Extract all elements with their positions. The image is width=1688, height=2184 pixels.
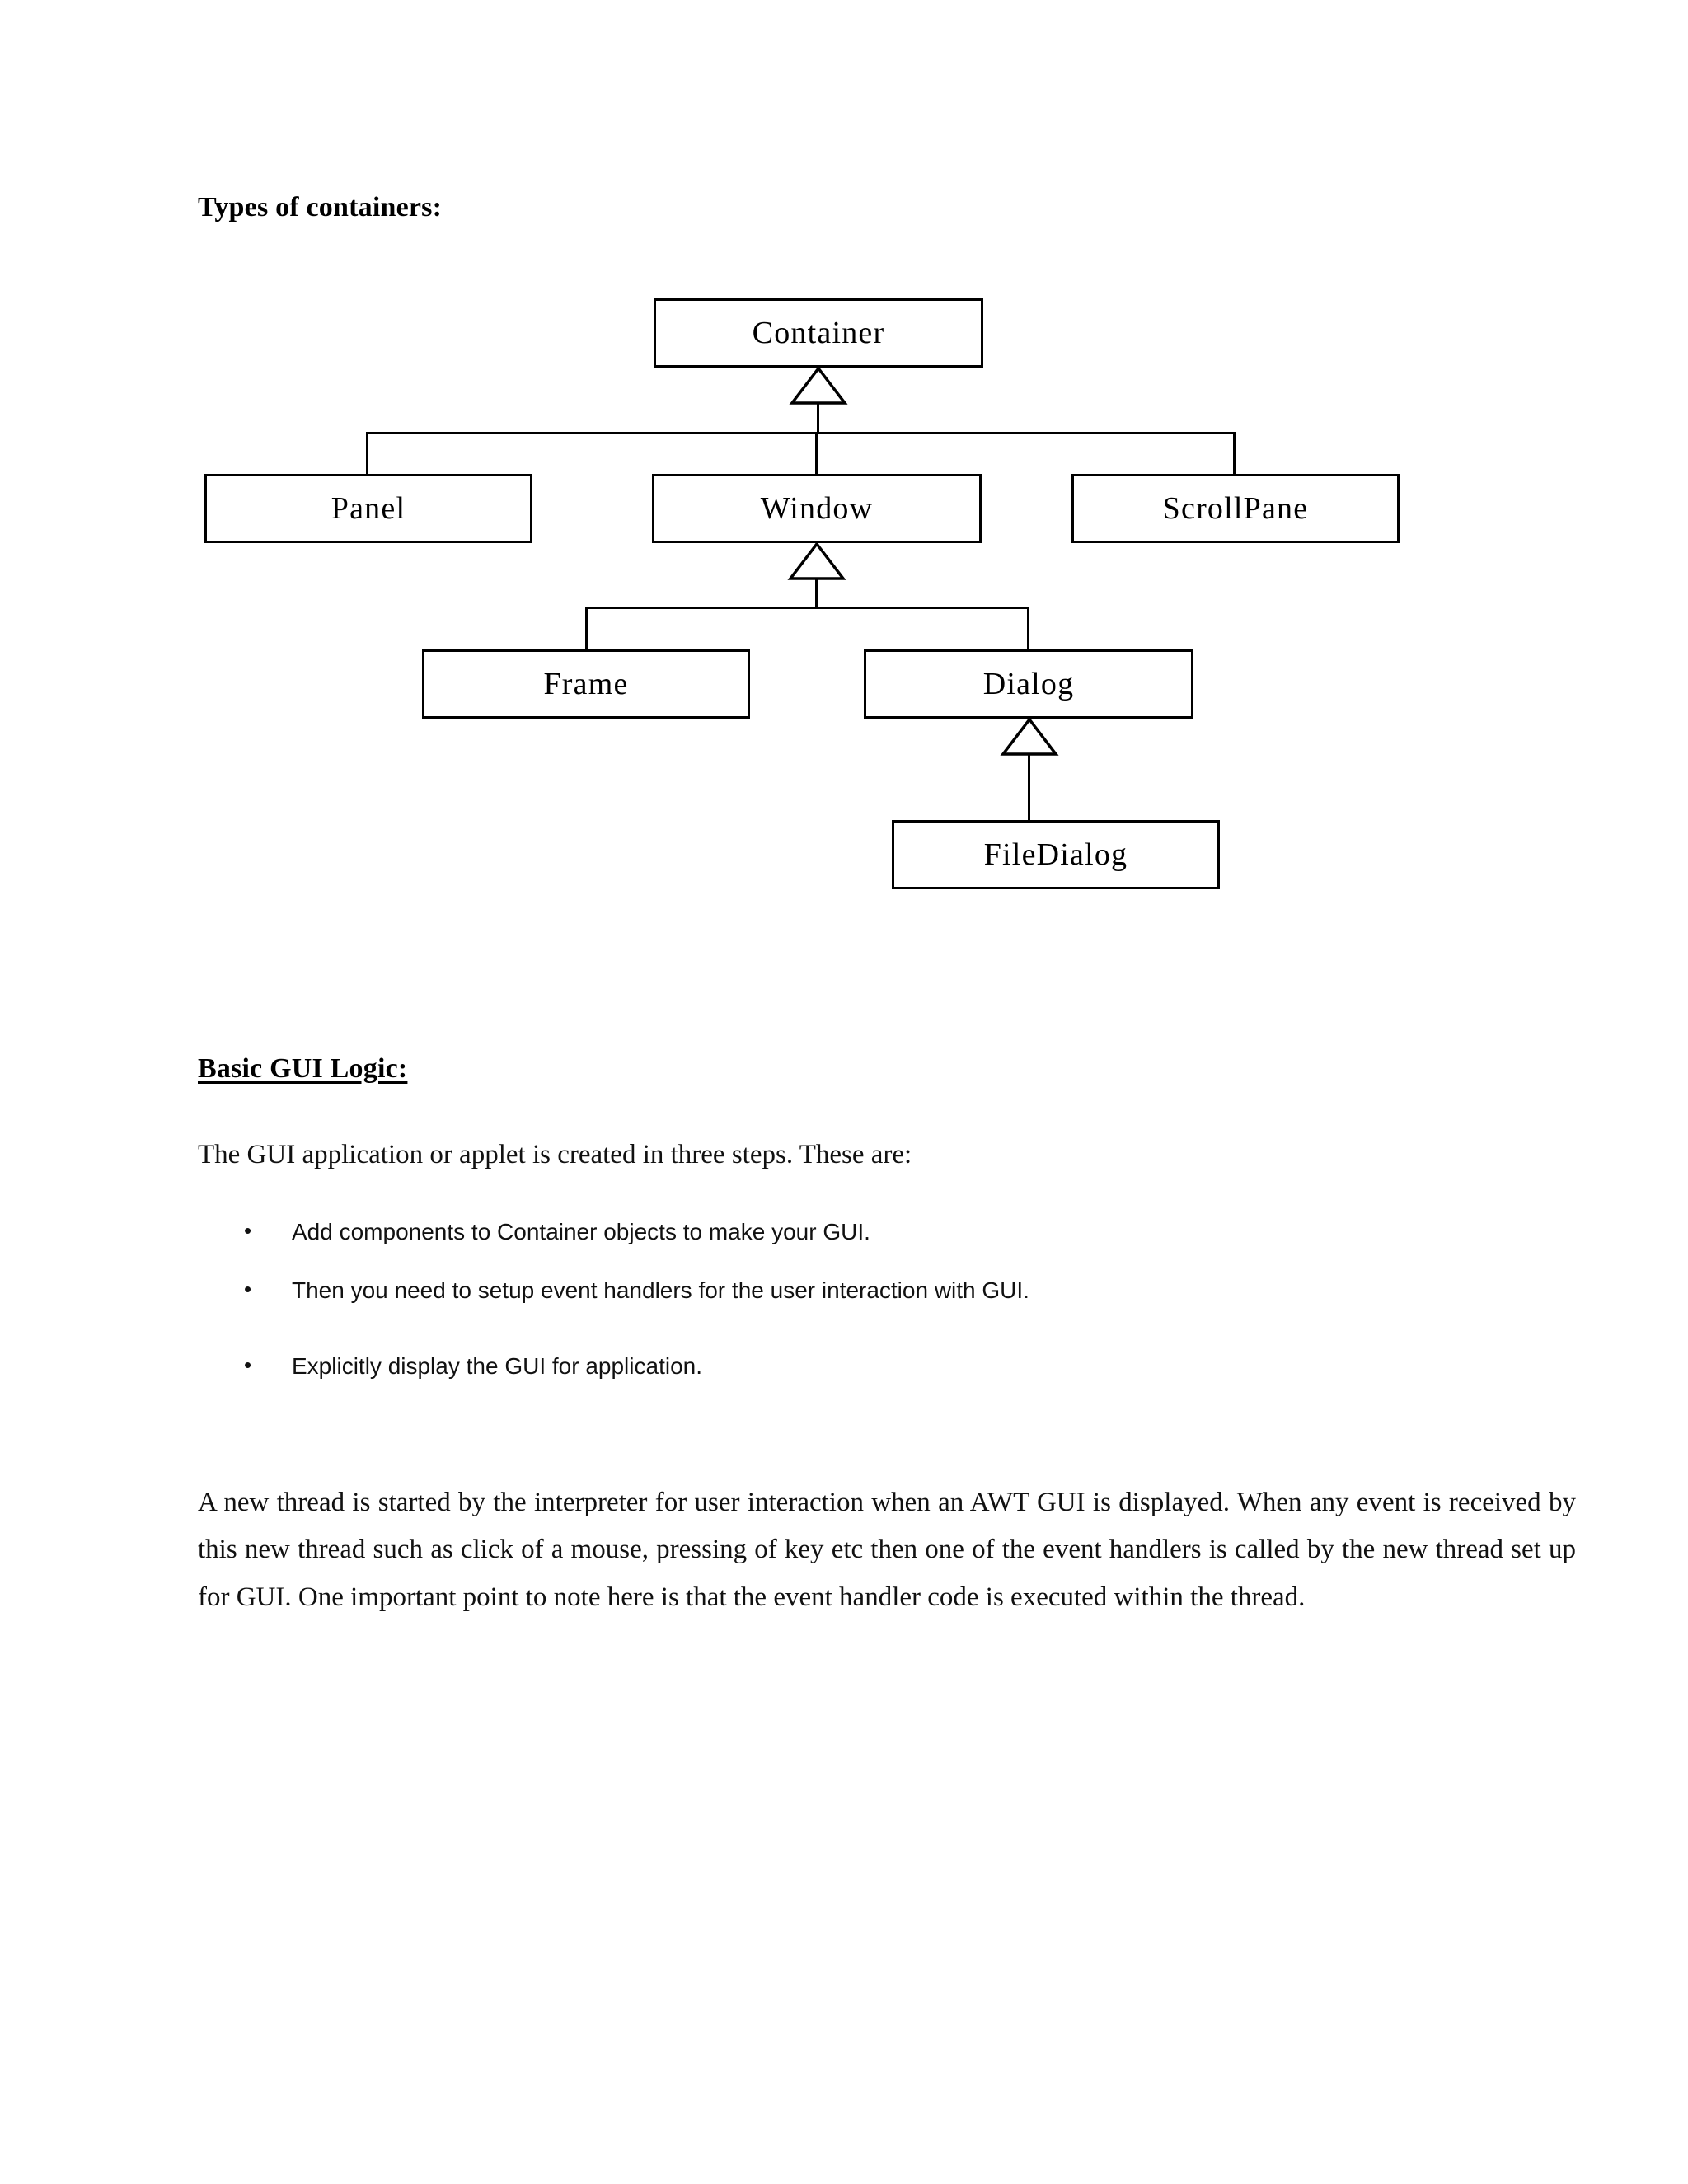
diagram-node-label: Container xyxy=(752,316,885,350)
connector-drop-dialog xyxy=(1027,607,1029,650)
diagram-node-label: Window xyxy=(760,491,874,526)
list-item: • Then you need to setup event handlers … xyxy=(198,1277,1517,1304)
closing-paragraph: A new thread is started by the interpret… xyxy=(198,1488,1576,1612)
diagram-node-label: ScrollPane xyxy=(1162,491,1309,526)
diagram-node-label: Frame xyxy=(543,667,629,701)
diagram-node-window: Window xyxy=(652,474,982,543)
connector-drop-scrollpane xyxy=(1233,432,1236,475)
bullet-marker-icon: • xyxy=(244,1277,252,1302)
generalization-arrow-icon-to-dialog xyxy=(1000,718,1059,756)
section-heading-basic-gui-logic: Basic GUI Logic: xyxy=(198,1053,408,1084)
connector-window-stem xyxy=(815,579,818,608)
diagram-node-scrollpane: ScrollPane xyxy=(1071,474,1400,543)
intro-paragraph: The GUI application or applet is created… xyxy=(198,1140,912,1169)
bullet-marker-icon: • xyxy=(244,1352,252,1377)
list-item-label: Add components to Container objects to m… xyxy=(292,1219,870,1244)
connector-drop-frame xyxy=(585,607,588,650)
connector-container-stem xyxy=(817,403,819,434)
generalization-arrow-icon-to-container xyxy=(789,367,848,405)
connector-drop-window xyxy=(815,432,818,475)
diagram-node-label: FileDialog xyxy=(983,837,1128,872)
connector-bus-row2 xyxy=(366,432,1236,434)
bullet-marker-icon: • xyxy=(244,1218,252,1243)
list-item-label: Explicitly display the GUI for applicati… xyxy=(292,1352,702,1379)
connector-bus-row3 xyxy=(585,607,1029,609)
container-hierarchy-diagram: Container Panel Window ScrollPane xyxy=(0,0,1688,948)
diagram-node-container: Container xyxy=(654,298,983,368)
list-item: • Add components to Container objects to… xyxy=(198,1218,1517,1244)
diagram-node-frame: Frame xyxy=(422,649,750,719)
diagram-node-label: Panel xyxy=(331,491,406,526)
diagram-node-label: Dialog xyxy=(982,667,1075,701)
diagram-node-dialog: Dialog xyxy=(864,649,1193,719)
connector-dialog-to-filedialog xyxy=(1028,754,1030,821)
gui-steps-list: • Add components to Container objects to… xyxy=(198,1218,1517,1379)
list-item-label: Then you need to setup event handlers fo… xyxy=(292,1277,1029,1304)
list-item: • Explicitly display the GUI for applica… xyxy=(198,1352,1517,1379)
section-heading-types-of-containers: Types of containers: xyxy=(198,192,443,223)
diagram-node-panel: Panel xyxy=(204,474,532,543)
generalization-arrow-icon-to-window xyxy=(787,542,846,580)
diagram-node-filedialog: FileDialog xyxy=(892,820,1220,889)
connector-drop-panel xyxy=(366,432,368,475)
